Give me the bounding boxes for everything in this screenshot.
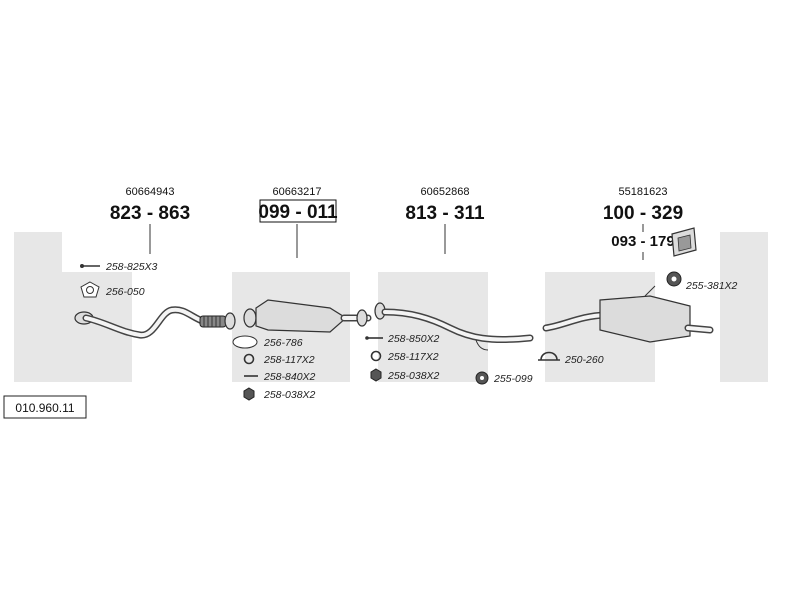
accessory-code[interactable]: 258-850X2 [387,333,440,345]
reference-code-box: 010.960.11 [3,395,87,419]
spring-ring-icon [243,353,255,365]
part-group-rear-silencer: 55181623 100 - 329 093 - 179 [603,186,683,260]
accessory-code[interactable]: 250-260 [564,354,604,366]
accessory-code[interactable]: 258-825X3 [105,261,158,273]
hanger-line [644,285,656,297]
oe-number: 60663217 [273,186,322,198]
accessory-code[interactable]: 256-786 [263,337,303,349]
accessory-code[interactable]: 256-050 [105,286,145,298]
accessory-code[interactable]: 258-840X2 [263,371,316,383]
nut-icon [370,368,382,382]
accessory-250-260: 250-260 [538,351,604,366]
extra-part-number[interactable]: 093 - 179 [611,233,674,250]
nut-icon [243,387,255,401]
heat-shield-icon [671,227,697,257]
accessory-258-117X2-b: 258-117X2 [370,350,439,363]
oe-number: 60664943 [126,186,175,198]
part-group-catalyst: 60663217 099 - 011 [258,186,338,258]
accessory-256-786: 256-786 [232,335,303,349]
reference-code: 010.960.11 [15,401,74,415]
accessory-256-050: 256-050 [80,281,145,298]
flat-gasket-icon [232,335,258,349]
accessory-code[interactable]: 258-038X2 [263,389,316,401]
accessory-258-038X2-a: 258-038X2 [243,387,316,401]
front-downpipe-part[interactable] [74,306,236,339]
part-number[interactable]: 100 - 329 [603,203,683,224]
part-number[interactable]: 813 - 311 [405,203,485,224]
accessory-code[interactable]: 258-117X2 [387,351,439,363]
accessory-code[interactable]: 255-381X2 [685,280,738,292]
catalyst-part[interactable] [243,299,372,333]
middle-pipe-part[interactable] [374,302,534,351]
rear-silencer-part[interactable] [542,285,714,343]
part-group-downpipe: 60664943 823 - 863 [110,186,190,254]
accessory-258-038X2-b: 258-038X2 [370,368,440,382]
part-number[interactable]: 099 - 011 [258,202,338,223]
accessory-255-099: 255-099 [475,371,533,385]
part-number[interactable]: 823 - 863 [110,203,190,224]
flange-gasket-icon [80,281,100,298]
clamp-icon [538,351,560,361]
part-group-middle-pipe: 60652868 813 - 311 [405,186,485,254]
rubber-mount-icon [475,371,489,385]
accessory-code[interactable]: 258-117X2 [263,354,315,366]
accessory-code[interactable]: 255-099 [493,373,533,385]
accessory-258-117X2-a: 258-117X2 [243,353,315,366]
accessory-258-840X2: 258-840X2 [244,371,316,383]
accessory-258-850X2: 258-850X2 [365,333,440,345]
part-number-box [259,199,337,223]
oe-number: 55181623 [619,186,668,198]
rubber-mount-icon [666,271,682,287]
accessory-258-825X3: 258-825X3 [80,261,158,273]
accessory-code[interactable]: 258-038X2 [387,370,440,382]
spring-ring-icon [370,350,382,362]
oe-number: 60652868 [421,186,470,198]
accessory-255-381X2: 255-381X2 [666,271,738,292]
